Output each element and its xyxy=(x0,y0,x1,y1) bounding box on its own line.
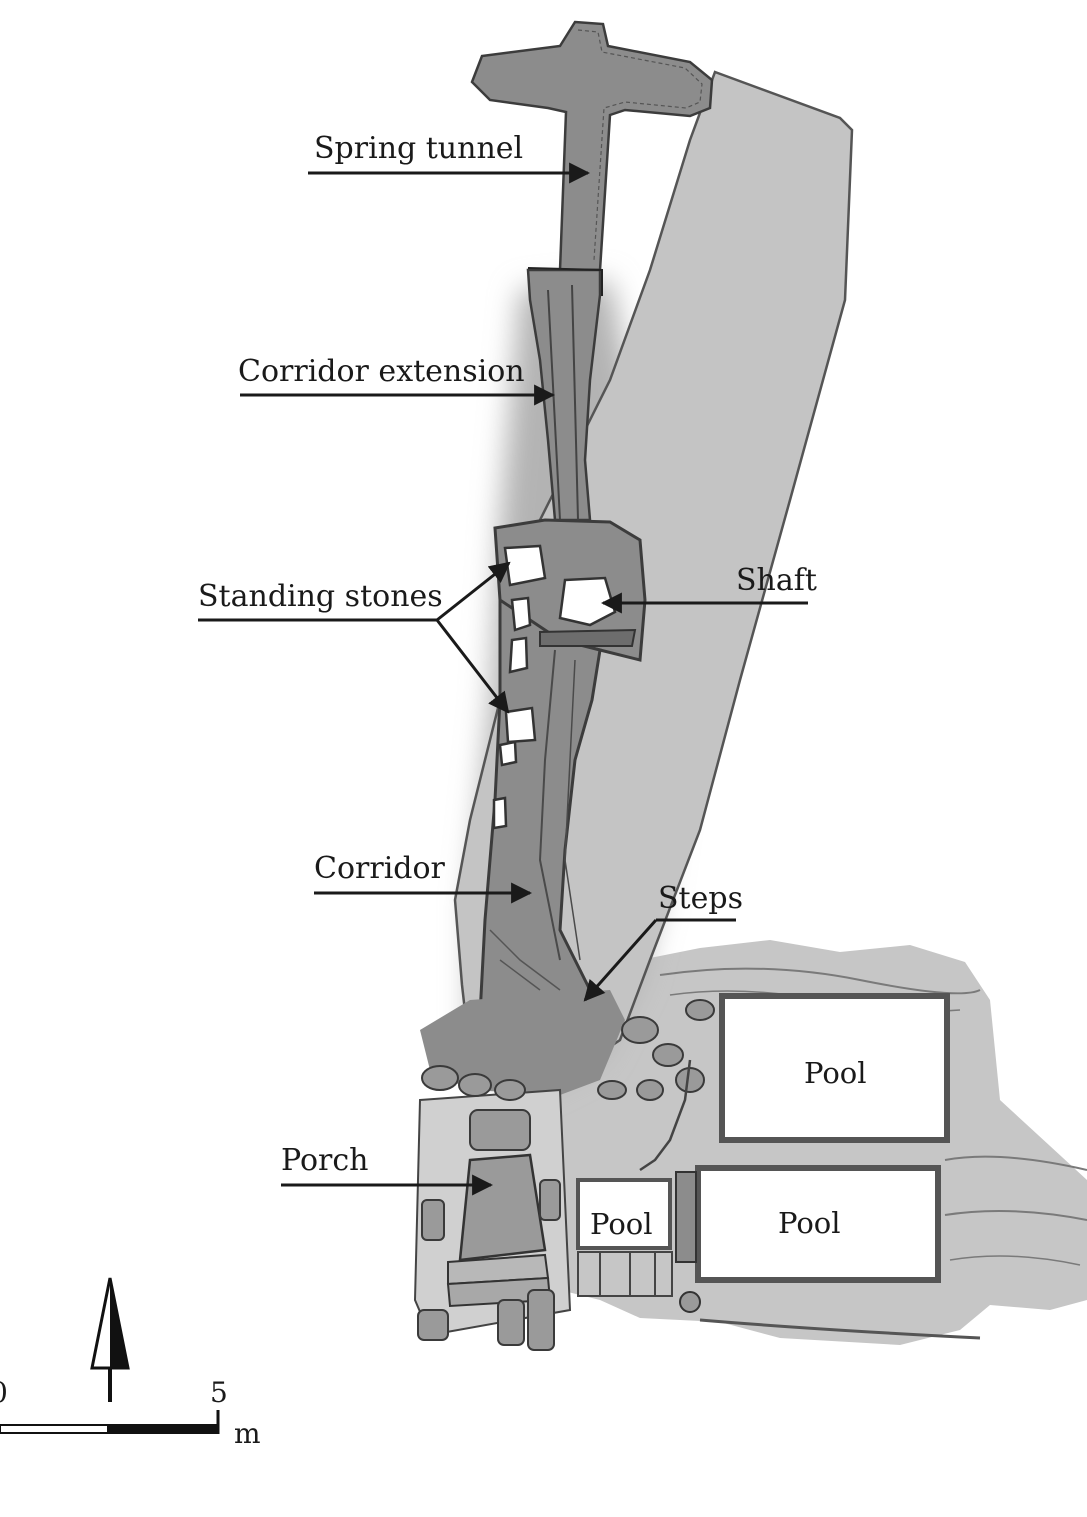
rubble-stones xyxy=(421,999,715,1101)
scale-label-unit: m xyxy=(234,1417,261,1450)
scale-bar: 0 5 m xyxy=(0,1376,261,1450)
north-arrow-icon xyxy=(90,1277,130,1402)
pool-lower-right xyxy=(695,1165,941,1283)
scale-label-zero: 0 xyxy=(0,1376,8,1409)
leader-lines xyxy=(198,162,808,1196)
label-pool-lower-right: Pool xyxy=(778,1206,841,1240)
pool-small xyxy=(576,1178,672,1250)
label-porch: Porch xyxy=(281,1143,369,1178)
label-spring-tunnel: Spring tunnel xyxy=(314,131,523,166)
spring-tunnel xyxy=(470,20,714,272)
label-pool-upper-right: Pool xyxy=(804,1056,867,1090)
label-steps: Steps xyxy=(658,881,743,916)
pool-upper-right xyxy=(719,993,950,1143)
label-shaft: Shaft xyxy=(736,563,817,598)
label-pool-small: Pool xyxy=(590,1207,653,1241)
label-corridor-extension: Corridor extension xyxy=(238,354,525,389)
porch-area xyxy=(413,1088,572,1351)
standing-stones-group xyxy=(492,544,547,830)
steps-area xyxy=(420,990,625,1095)
label-standing-stones: Standing stones xyxy=(198,579,443,614)
labels: Spring tunnel Corridor extension Standin… xyxy=(198,131,867,1241)
pools xyxy=(576,993,950,1313)
label-corridor: Corridor xyxy=(314,851,446,886)
scale-label-five: 5 xyxy=(210,1376,228,1409)
